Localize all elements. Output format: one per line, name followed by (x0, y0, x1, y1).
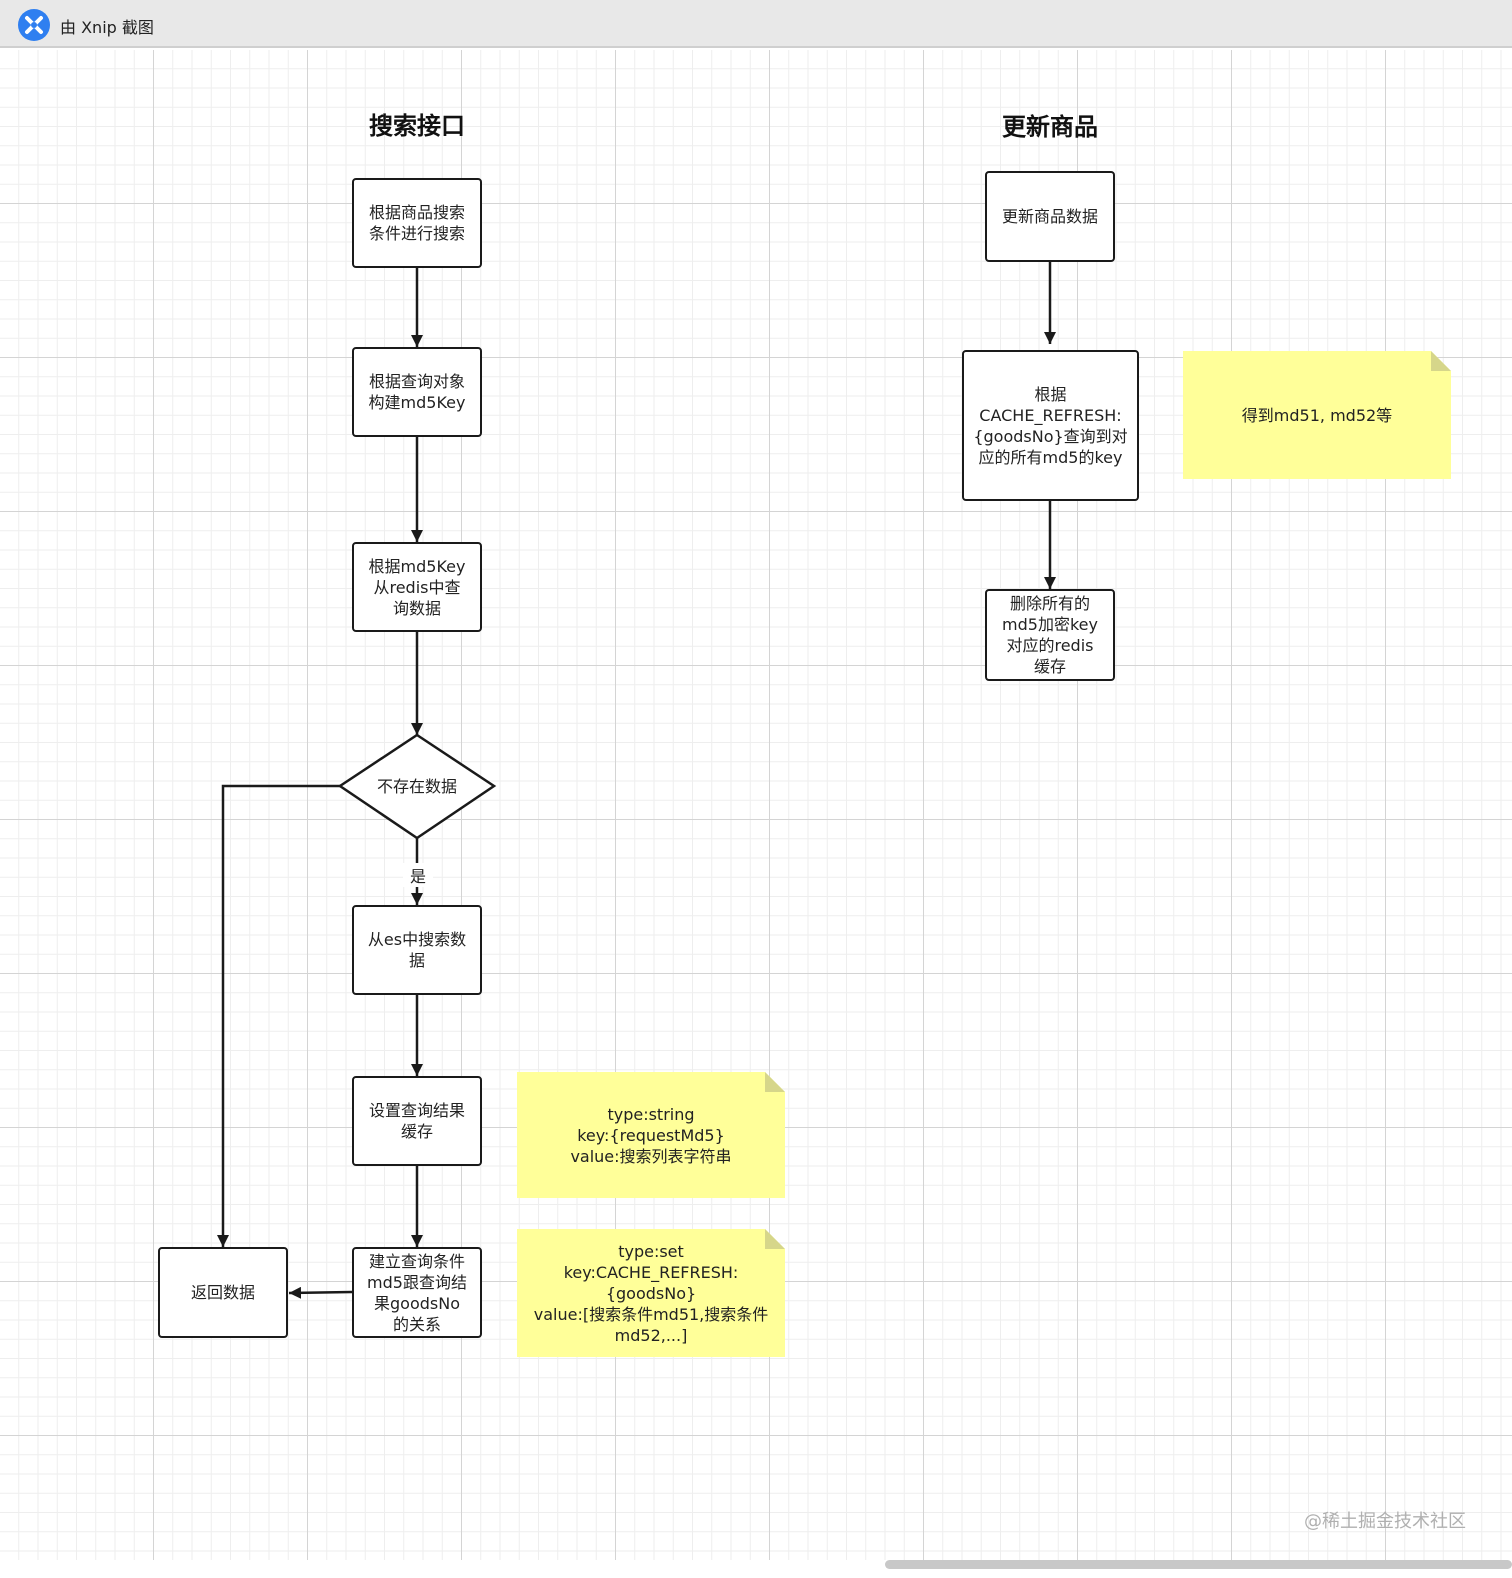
titlebar-app-name: 由 Xnip 截图 (60, 18, 154, 37)
node-label: 建立查询条件 md5跟查询结 果goodsNo 的关系 (367, 1251, 467, 1334)
note-string-cache: type:string key:{requestMd5} value:搜索列表字… (517, 1072, 785, 1198)
node-set-result-cache: 设置查询结果 缓存 (352, 1076, 482, 1166)
sticky-note-shape (1183, 351, 1451, 479)
horizontal-scrollbar[interactable] (885, 1560, 1512, 1569)
node-label: 删除所有的 md5加密key 对应的redis 缓存 (1002, 594, 1098, 676)
node-label: 更新商品数据 (1001, 207, 1098, 226)
node-label: 根据 CACHE_REFRESH: {goodsNo}查询到对 应的所有md5的… (973, 384, 1128, 467)
window-titlebar: 由 Xnip 截图 (0, 0, 1512, 48)
node-label: 根据md5Key 从redis中查 询数据 (368, 556, 466, 618)
note-text: 得到md51, md52等 (1241, 405, 1393, 425)
node-label: 设置查询结果 缓存 (368, 1101, 465, 1141)
node-query-redis: 根据md5Key 从redis中查 询数据 (352, 542, 482, 632)
decision-label: 不存在数据 (376, 777, 457, 796)
sticky-note-shape (517, 1072, 785, 1198)
node-query-md5-keys: 根据 CACHE_REFRESH: {goodsNo}查询到对 应的所有md5的… (962, 350, 1139, 501)
sticky-note-shape (517, 1229, 785, 1357)
heading-update-goods: 更新商品 (1002, 113, 1098, 141)
xnip-app-icon (18, 9, 50, 41)
edge-label-yes: 是 (403, 863, 433, 887)
node-label: 返回数据 (190, 1283, 255, 1302)
node-build-md5key: 根据查询对象 构建md5Key (352, 347, 482, 437)
watermark: @稀土掘金技术社区 (1304, 1511, 1466, 1532)
edge-decision-return (217, 784, 340, 1247)
note-text: type:set key:CACHE_REFRESH: {goodsNo} va… (533, 1241, 769, 1345)
node-build-relation: 建立查询条件 md5跟查询结 果goodsNo 的关系 (352, 1247, 482, 1338)
heading-search-api: 搜索接口 (369, 112, 465, 140)
note-set-cache: type:set key:CACHE_REFRESH: {goodsNo} va… (517, 1229, 785, 1357)
note-md5-list: 得到md51, md52等 (1183, 351, 1451, 479)
decision-diamond (337, 733, 497, 840)
node-search-by-conditions: 根据商品搜索 条件进行搜索 (352, 178, 482, 268)
edge-step6-return (288, 1286, 353, 1299)
node-label: 从es中搜索数 据 (367, 930, 467, 970)
node-delete-redis-cache: 删除所有的 md5加密key 对应的redis 缓存 (985, 589, 1115, 681)
node-search-es: 从es中搜索数 据 (352, 905, 482, 995)
node-label: 根据查询对象 构建md5Key (368, 372, 466, 412)
node-return-data: 返回数据 (158, 1247, 288, 1338)
node-label: 根据商品搜索 条件进行搜索 (368, 203, 465, 243)
note-text: type:string key:{requestMd5} value:搜索列表字… (570, 1104, 732, 1166)
node-update-goods-data: 更新商品数据 (985, 171, 1115, 262)
